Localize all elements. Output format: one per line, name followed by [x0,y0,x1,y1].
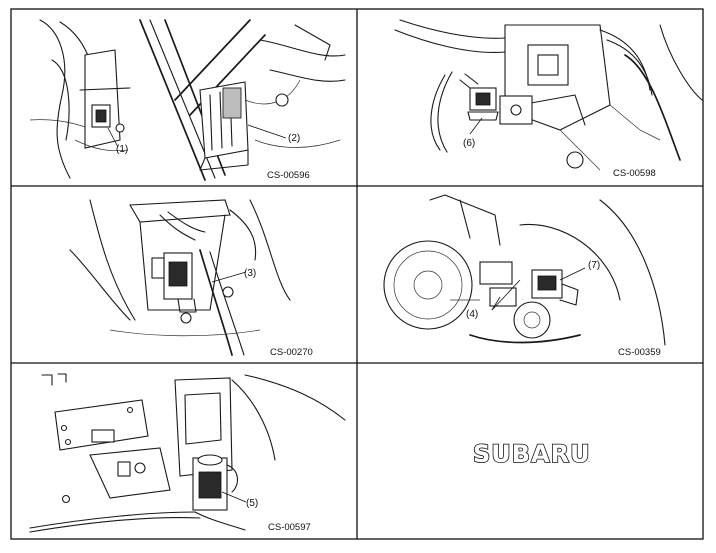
figure-code-cs-00598: CS-00598 [613,168,656,179]
panel-top-right: (6) CS-00598 [394,19,703,179]
leader-line-2 [247,124,287,139]
panel-middle-right-illustration [383,194,666,346]
callout-label-1: (1) [116,144,128,155]
callout-label-7: (7) [588,260,600,271]
figure-code-cs-00596: CS-00596 [267,170,310,181]
figure-code-cs-00359: CS-00359 [618,347,661,358]
callout-label-2: (2) [288,133,300,144]
panel-bottom-left: (5) CS-00597 [29,373,346,533]
leader-line-3 [211,271,247,283]
callout-label-4: (4) [466,309,478,320]
leader-line-1 [107,127,119,148]
panel-bottom-right: SUBARU . [472,439,591,469]
callout-label-5: (5) [246,498,258,509]
leader-line-6 [469,117,483,135]
panel-middle-left-illustration [69,199,291,356]
panel-top-right-illustration [394,19,703,171]
leader-line-4b [491,279,521,311]
subaru-logo: SUBARU [473,440,591,468]
callout-label-6: (6) [463,138,475,149]
callout-label-3: (3) [244,268,256,279]
panel-top-left: (1) (2) CS-00596 [29,19,346,181]
panel-middle-right: (7) (4) CS-00359 [383,194,666,358]
figure-code-cs-00270: CS-00270 [270,347,313,358]
figure-code-cs-00597: CS-00597 [268,522,311,533]
leader-line-7 [559,267,586,281]
subaru-logo-mark: . [588,457,590,464]
panel-top-left-illustration [29,19,346,181]
leader-line-4a [491,296,501,311]
panel-middle-left: (3) CS-00270 [69,199,313,358]
leader-line-5 [221,491,247,503]
panel-bottom-left-illustration [29,373,346,533]
